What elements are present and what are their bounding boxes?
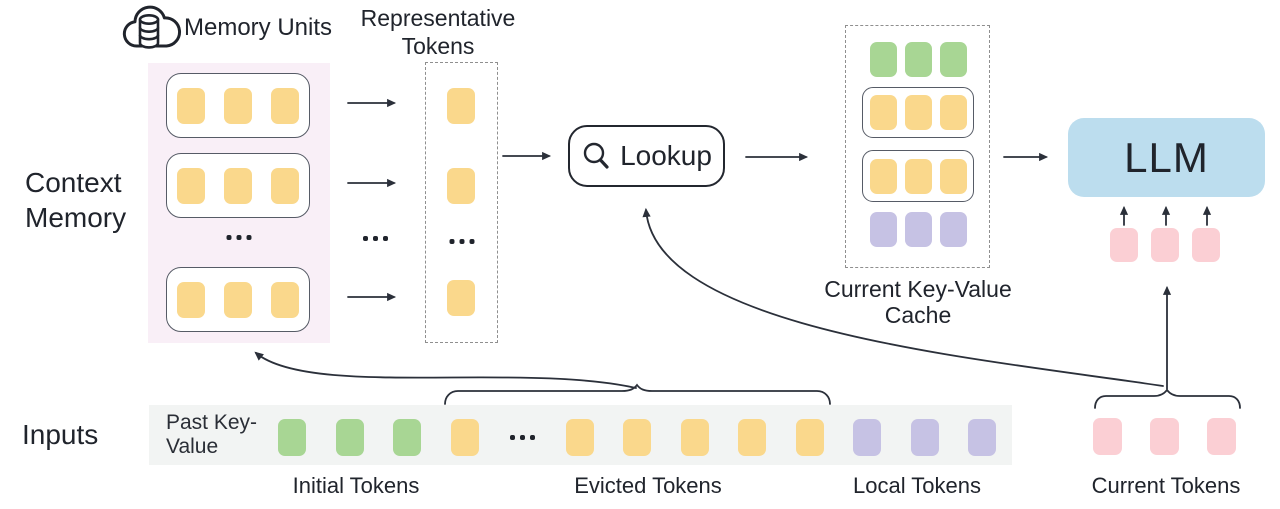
retrieved-token <box>939 95 967 130</box>
ellipsis-dot <box>236 235 242 240</box>
memory-unit-token <box>224 87 252 124</box>
ellipsis-dot <box>246 235 252 240</box>
sequence-ellipsis <box>508 419 536 456</box>
lookup-button: Lookup <box>568 125 725 187</box>
past-kv-token-sequence <box>278 419 996 456</box>
initial-token <box>278 419 306 456</box>
local-token <box>968 419 996 456</box>
memory-unit-token <box>224 281 252 318</box>
initial-token <box>335 419 364 456</box>
kv-cache-row-initial <box>862 42 974 77</box>
retrieved-token <box>904 158 932 194</box>
memory-unit-token <box>271 167 299 204</box>
local-token <box>869 212 897 247</box>
ellipsis-dot <box>226 235 232 240</box>
current-token <box>1093 418 1122 455</box>
memory-unit-row <box>166 267 310 332</box>
ellipsis-dot <box>519 435 525 440</box>
current-tokens-label: Current Tokens <box>1091 473 1241 498</box>
between-columns-ellipsis <box>363 236 388 241</box>
retrieved-token <box>869 95 897 130</box>
memory-unit-token <box>177 87 205 124</box>
brace-evicted-tokens <box>444 383 831 405</box>
current-token <box>1151 228 1179 262</box>
memory-unit-token <box>177 167 205 204</box>
initial-token <box>939 42 967 77</box>
local-token <box>853 419 881 456</box>
current-token <box>1192 228 1220 262</box>
brace-current-tokens <box>1094 388 1241 409</box>
local-token <box>904 212 932 247</box>
initial-token <box>393 419 421 456</box>
memory-unit-row <box>166 73 310 138</box>
ellipsis-dot <box>509 435 515 440</box>
initial-tokens-label: Initial Tokens <box>292 473 420 498</box>
past-kv-strip: Past Key-Value <box>149 405 1012 465</box>
inputs-section-label: Inputs <box>22 419 99 450</box>
memory-unit-row <box>166 153 310 218</box>
ellipsis-dot <box>469 239 474 244</box>
context-memory-section-label: Context Memory <box>25 167 127 233</box>
past-kv-label: Past Key-Value <box>166 411 258 458</box>
search-icon <box>583 142 609 169</box>
curve-evicted-to-memory <box>254 351 637 389</box>
current-kv-cache-label: Current Key-Value Cache <box>824 276 1012 328</box>
evicted-token <box>450 419 479 456</box>
evicted-tokens-label: Evicted Tokens <box>574 473 722 498</box>
ellipsis-dot <box>529 435 535 440</box>
current-token <box>1207 418 1236 455</box>
memory-units-title: Memory Units <box>184 14 333 41</box>
retrieved-token <box>904 95 932 130</box>
ellipsis-dot <box>373 236 378 241</box>
representative-tokens-box <box>425 62 498 343</box>
retrieved-token <box>939 158 967 194</box>
context-memory-panel <box>148 63 330 343</box>
current-tokens-group <box>1093 418 1236 455</box>
kv-cache-row-local <box>862 212 974 247</box>
local-tokens-label: Local Tokens <box>852 473 982 498</box>
evicted-token <box>795 419 824 456</box>
llm-box: LLM <box>1068 118 1265 197</box>
evicted-token <box>738 419 766 456</box>
ellipsis-dot <box>383 236 388 241</box>
kv-cache-row-retrieved <box>862 87 974 138</box>
memory-unit-token <box>224 167 252 204</box>
memory-unit-token <box>177 281 205 318</box>
local-token <box>910 419 939 456</box>
memory-panel-ellipsis <box>226 235 252 240</box>
evicted-token <box>623 419 651 456</box>
lookup-label: Lookup <box>620 140 712 171</box>
ellipsis-dot <box>459 239 464 244</box>
current-kv-cache-box <box>845 25 990 268</box>
ellipsis-dot <box>449 239 454 244</box>
kv-cache-row-retrieved <box>862 150 974 202</box>
llm-label: LLM <box>1124 133 1209 181</box>
cloud-database-icon <box>122 5 182 49</box>
representative-token <box>447 88 475 124</box>
current-token <box>1150 418 1179 455</box>
llm-input-tokens <box>1110 228 1220 262</box>
evicted-token <box>565 419 594 456</box>
representative-token <box>447 168 475 204</box>
initial-token <box>904 42 932 77</box>
retrieved-token <box>869 158 897 194</box>
memory-unit-token <box>271 87 299 124</box>
ellipsis-dot <box>363 236 368 241</box>
memory-unit-token <box>271 281 299 318</box>
initial-token <box>869 42 897 77</box>
local-token <box>939 212 967 247</box>
current-token <box>1110 228 1138 262</box>
evicted-token <box>680 419 709 456</box>
representative-ellipsis <box>449 239 474 244</box>
representative-token <box>447 280 475 316</box>
representative-tokens-title: Representative Tokens <box>360 5 516 59</box>
